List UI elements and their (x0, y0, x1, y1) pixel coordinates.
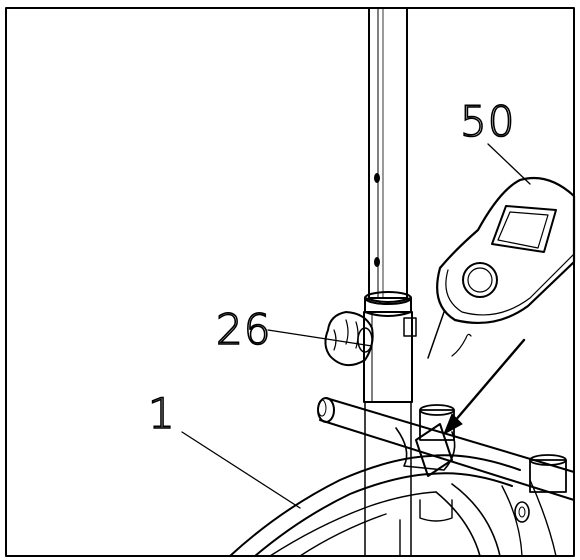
handlebar-tube (317, 397, 575, 501)
callout-label-console: 50 (460, 97, 515, 146)
callout-label-frame: 1 (148, 389, 176, 438)
leader-line-50 (487, 143, 531, 185)
upright-tube (363, 7, 417, 557)
diagram-border (5, 7, 575, 557)
knob (324, 311, 374, 367)
leader-line-1 (181, 431, 301, 509)
leader-line-26 (267, 329, 373, 347)
frame (229, 454, 557, 557)
callout-label-knob: 26 (216, 305, 271, 354)
arrow-icon (443, 338, 526, 436)
console (427, 176, 576, 359)
